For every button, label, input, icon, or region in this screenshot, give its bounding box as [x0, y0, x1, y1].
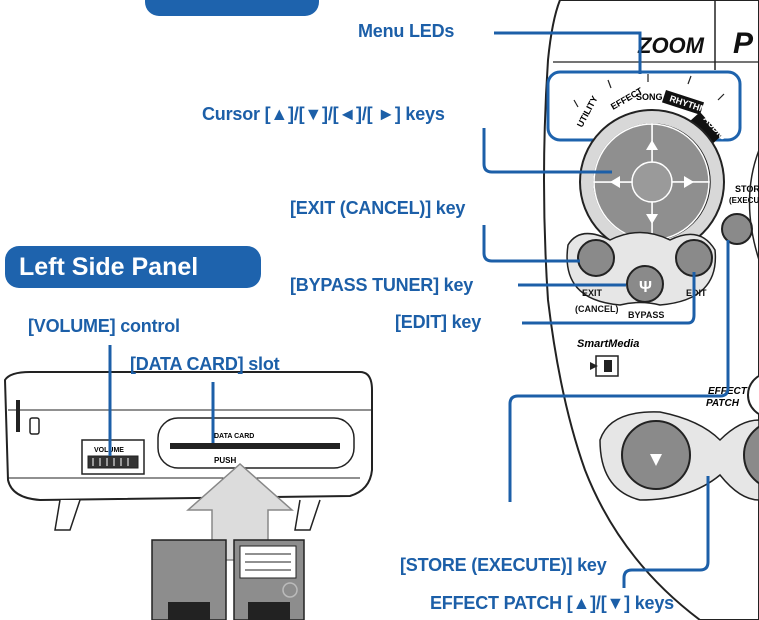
store-recess [748, 149, 759, 261]
callout-bypass-key: [BYPASS TUNER] key [290, 275, 474, 295]
effect-patch-label-bottom: PATCH [706, 398, 740, 409]
led-audio-bg [690, 111, 722, 145]
callout-data-card-slot: [DATA CARD] slot [130, 354, 280, 374]
callout-edit-key: [EDIT] key [395, 312, 482, 332]
effect-patch-down-icon [650, 454, 662, 466]
volume-wheel[interactable] [87, 455, 139, 469]
store-label-bottom: (EXECUTE) [729, 196, 759, 205]
card-chip-icon [604, 360, 612, 372]
led-rhythm-bg [661, 90, 705, 115]
effect-patch-up-button[interactable] [743, 421, 759, 489]
callout-volume-control: [VOLUME] control [28, 316, 180, 336]
led-tick-audio [717, 93, 725, 101]
push-label: PUSH [214, 456, 236, 465]
cancel-label: (CANCEL) [575, 304, 619, 314]
foot-left [54, 499, 81, 531]
led-tick-utility [573, 99, 579, 108]
leader-menu-leds [494, 31, 642, 74]
tuning-fork-icon: Ψ [639, 279, 652, 296]
leader-effect-patch [622, 476, 710, 588]
exit-label: EXIT [582, 288, 603, 298]
bypass-button[interactable] [626, 265, 664, 303]
leader-edit-key [522, 272, 696, 325]
leader-store-key [508, 240, 730, 502]
insert-arrow-icon [590, 362, 598, 370]
callout-menu-leds: Menu LEDs [358, 21, 455, 41]
data-card-slot[interactable] [170, 443, 340, 449]
cursor-down-icon[interactable] [646, 214, 658, 224]
led-tick-rhythm [687, 75, 692, 85]
data-card-label: DATA CARD [214, 433, 254, 440]
foot-right [294, 499, 321, 531]
callout-exit-key: [EXIT (CANCEL)] key [290, 198, 466, 218]
left-side-panel-device: VOLUME DATA CARD PUSH [3, 371, 373, 531]
cursor-left-icon[interactable] [610, 176, 620, 188]
side-knob [747, 374, 759, 416]
led-tick-effect [607, 79, 612, 89]
top-banner-fragment [145, 0, 319, 16]
edit-button[interactable] [675, 239, 713, 277]
leader-cursor-keys [482, 128, 612, 174]
store-button[interactable] [721, 213, 753, 245]
bypass-label: BYPASS [628, 310, 664, 320]
leader-lines [108, 31, 730, 588]
cursor-pad[interactable] [579, 109, 725, 255]
edit-label: EDIT [686, 288, 707, 298]
store-label-top: STORE [735, 184, 759, 194]
callout-store-key: [STORE (EXECUTE)] key [400, 555, 607, 575]
cursor-right-icon[interactable] [684, 176, 694, 188]
brand-partial-letter: P [733, 27, 754, 60]
smartmedia-card-back [151, 539, 227, 620]
callout-effect-patch-keys: EFFECT PATCH [▲]/[▼] keys [430, 593, 674, 613]
exit-button[interactable] [577, 239, 615, 277]
section-title-banner: Left Side Panel [5, 246, 261, 288]
leader-exit-key [482, 225, 580, 263]
led-label-song: SONG [636, 92, 663, 102]
smartmedia-card-front [233, 539, 305, 620]
cursor-up-icon[interactable] [646, 140, 658, 150]
brand-logo: ZOOM [637, 33, 705, 58]
side-notch [16, 400, 20, 432]
side-port [29, 417, 40, 435]
exit-bypass-edit-group: Ψ EXIT (CANCEL) BYPASS EDIT [566, 231, 717, 320]
callout-cursor-keys: Cursor [▲]/[▼]/[◄]/[ ►] keys [202, 104, 445, 124]
smartmedia-label: SmartMedia [577, 338, 639, 350]
